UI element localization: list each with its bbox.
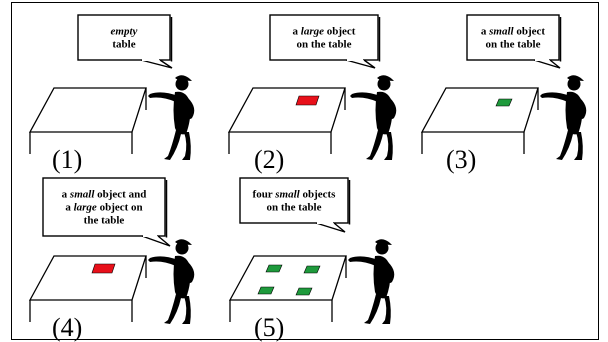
person-figure [540,75,587,160]
small-object [495,98,513,107]
bubble-text-line: on the table [486,39,541,51]
bubble-text-segment: large [301,26,324,38]
bubble-text-line: a large object [293,26,356,38]
bubble-text-segment: a [293,26,301,38]
scene-number: (1) [52,145,82,174]
speech-bubble-tail [140,59,173,69]
scene-number: (5) [254,313,284,342]
bubble-text-line: table [112,39,135,51]
bubble-text-segment: on the table [486,39,541,51]
bubble-text-segment: on the table [297,39,352,51]
bubble-text-line: on the table [267,202,322,214]
figure-frame [11,2,599,340]
bubble-text-segment: large [74,202,97,214]
speech-bubble [466,14,560,61]
speech-bubble-tail [315,222,346,233]
small-object [303,265,321,274]
speech-bubble [269,14,379,61]
table-top [28,87,147,133]
table-top [28,255,147,301]
bubble-text-line: on the table [297,39,352,51]
bubble-text-line: a large object on [65,202,142,214]
bubble-text-segment: small [488,26,514,38]
bubble-text-line: empty [111,26,138,38]
speech-bubble [42,177,166,237]
bubble-text-segment: a [65,202,73,214]
scene-number: (2) [254,145,284,174]
bubble-text-line: a small object and [62,189,147,201]
small-object [265,264,283,273]
speech-bubble [239,177,349,224]
bubble-text-segment: empty [111,26,138,38]
bubble-text-segment: a [481,26,489,38]
small-object [295,287,313,296]
speech-bubble-tail [533,59,561,69]
bubble-text-line: four small objects [253,189,337,201]
bubble-text-segment: object on [97,202,143,214]
bubble-text-segment: four [253,189,276,201]
person-figure [350,75,397,160]
bubble-text-line: a small object [481,26,545,38]
person-figure [348,239,395,324]
speech-bubble-tail [141,235,171,247]
scene-number: (3) [446,145,476,174]
speech-bubble [77,14,171,61]
large-object [295,95,320,106]
table-top [228,255,347,301]
large-object [91,263,116,274]
person-figure [148,239,195,324]
bubble-text-segment: object [514,26,546,38]
bubble-text-segment: objects [300,189,336,201]
speech-bubble-tail [345,59,376,69]
bubble-text-segment: table [112,39,135,51]
table-top [420,87,539,133]
bubble-text-line: the table [84,215,125,227]
scene-number: (4) [52,313,82,342]
bubble-text-segment: small [69,189,95,201]
bubble-text-segment: a [62,189,70,201]
bubble-text-segment: object and [94,189,146,201]
bubble-text-segment: small [274,189,300,201]
bubble-text-segment: the table [84,215,125,227]
person-figure [148,75,195,160]
bubble-text-segment: on the table [267,202,322,214]
bubble-text-segment: object [324,26,356,38]
small-object [257,286,275,295]
table-top [227,87,346,133]
